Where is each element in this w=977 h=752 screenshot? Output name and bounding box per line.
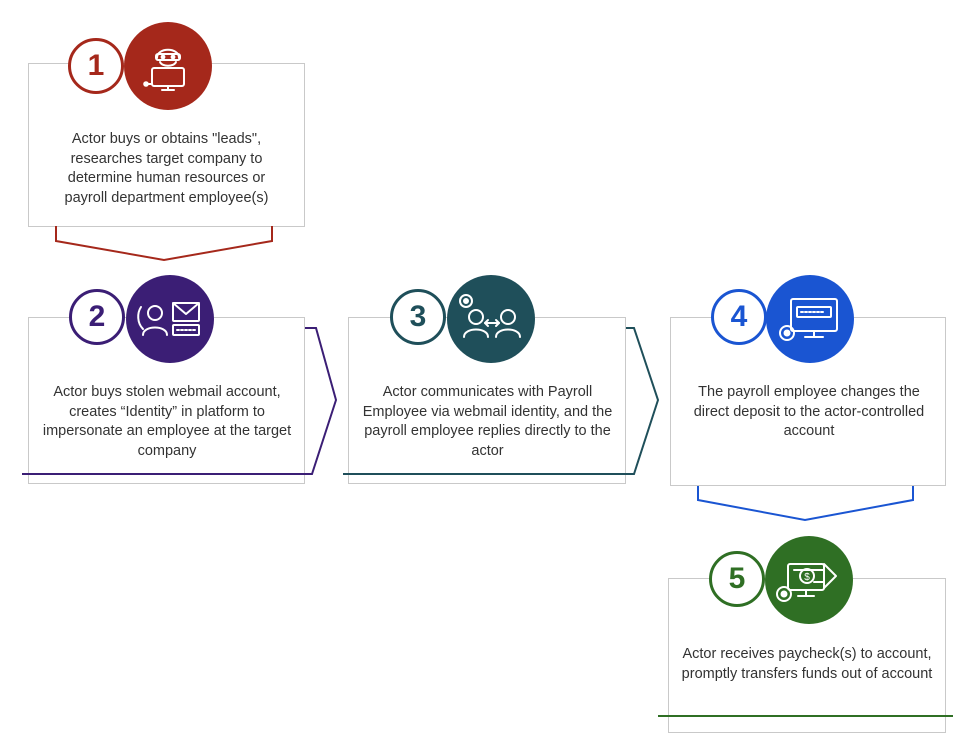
hacker-at-laptop-icon <box>143 48 185 91</box>
step-2-text: Actor buys stolen webmail account, creat… <box>42 384 292 459</box>
connector-1-to-2 <box>55 226 273 262</box>
funds-transfer-icon: $ <box>776 563 837 602</box>
step-1-icon-circle <box>124 22 212 110</box>
connector-4-to-5 <box>697 486 914 522</box>
actor-communicates-with-employee-icon <box>459 294 521 338</box>
step-4-number-badge: 4 <box>711 289 767 345</box>
step-1-number-badge: 1 <box>68 38 124 94</box>
step-5-number: 5 <box>728 562 746 595</box>
step-1-text: Actor buys or obtains "leads", researche… <box>64 131 269 206</box>
step-5-number-badge: 5 <box>709 551 765 607</box>
step-3-number: 3 <box>409 300 427 333</box>
step-2-number-badge: 2 <box>69 289 125 345</box>
step-5-text: Actor receives paycheck(s) to account, p… <box>681 646 933 682</box>
step-5-icon-circle: $ <box>765 536 853 624</box>
stolen-webmail-identity-icon <box>137 302 200 336</box>
step-2-number: 2 <box>88 300 106 333</box>
direct-deposit-change-icon <box>779 298 838 341</box>
svg-text:$: $ <box>804 572 810 583</box>
step-3-number-badge: 3 <box>390 289 446 345</box>
step-4-icon-circle <box>766 275 854 363</box>
step-4-text: The payroll employee changes the direct … <box>693 384 925 439</box>
step-3-text: Actor communicates with Payroll Employee… <box>362 384 613 459</box>
step-1-number: 1 <box>87 49 105 82</box>
step-3-icon-circle <box>447 275 535 363</box>
step-4-number: 4 <box>730 300 748 333</box>
step-2-icon-circle <box>126 275 214 363</box>
